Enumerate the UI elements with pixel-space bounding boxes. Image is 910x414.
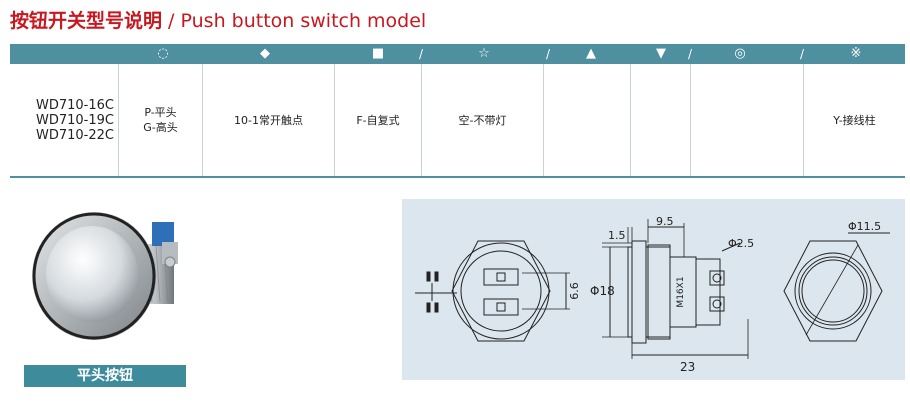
dim-phi18-label: Φ18: [590, 284, 615, 298]
dim-phi11-5-label: Φ11.5: [848, 220, 881, 233]
dim-9-5-label: 9.5: [656, 215, 674, 228]
triangle-down-icon: ▼: [656, 46, 666, 61]
terminal-type: Y-接线柱: [833, 114, 876, 127]
circle-outline-icon: ◌: [157, 46, 169, 61]
dim-23-label: 23: [680, 360, 695, 374]
button-face: [46, 226, 138, 322]
column-divider: [803, 64, 804, 176]
head-type-option: P-平头: [144, 106, 177, 119]
diamond-icon: ◆: [260, 46, 270, 61]
title-chinese: 按钮开关型号说明: [10, 10, 163, 32]
dim-6-6-label: 6.6: [568, 282, 581, 300]
reference-mark-icon: ※: [850, 46, 862, 61]
light-type: 空-不带灯: [458, 114, 507, 127]
model-table: ◌ ◆ ■ / ☆ / ▲ ▼ / ◎ / ※ WD710-16C WD710-…: [10, 44, 905, 178]
models-cell: WD710-16C WD710-19C WD710-22C: [10, 64, 114, 176]
column-divider: [421, 64, 422, 176]
contact-symbol: [415, 271, 457, 313]
column-divider: [202, 64, 203, 176]
slash-separator: /: [419, 47, 424, 61]
contact-cell: 10-1常开触点: [203, 64, 334, 176]
contact-type: 10-1常开触点: [234, 114, 303, 127]
action-cell: F-自复式: [335, 64, 421, 176]
model-number: WD710-22C: [36, 127, 114, 143]
side-view: [602, 219, 749, 359]
dim-phi2-5-label: Φ2.5: [728, 237, 754, 250]
front-view: [451, 240, 570, 342]
table-header-bar: ◌ ◆ ■ / ☆ / ▲ ▼ / ◎ / ※: [10, 44, 905, 64]
slash-separator: /: [688, 47, 693, 61]
column-divider: [690, 64, 691, 176]
model-number: WD710-16C: [36, 97, 114, 113]
column-divider: [630, 64, 631, 176]
head-type-option: G-高头: [143, 121, 178, 134]
terminal-base: [152, 222, 174, 246]
triangle-up-icon: ▲: [586, 46, 596, 61]
title-separator: /: [162, 10, 181, 32]
title-english: Push button switch model: [180, 10, 427, 32]
dim-m16-label: M16X1: [676, 276, 686, 307]
head-type-cell: P-平头 G-高头: [119, 64, 202, 176]
light-cell: 空-不带灯: [422, 64, 543, 176]
table-bottom-border: [10, 176, 905, 178]
column-divider: [543, 64, 544, 176]
square-icon: ■: [371, 46, 385, 61]
product-photo: [24, 204, 186, 364]
dimension-drawing: 6.6 1.5 9.5 Φ18: [402, 199, 905, 380]
column-divider: [118, 64, 119, 176]
double-circle-icon: ◎: [734, 46, 746, 61]
model-number: WD710-19C: [36, 112, 114, 128]
dim-1-5-label: 1.5: [608, 229, 626, 242]
terminal-cell: Y-接线柱: [804, 64, 905, 176]
column-divider: [334, 64, 335, 176]
photo-caption: 平头按钮: [24, 365, 186, 387]
top-view: [783, 232, 890, 342]
action-type: F-自复式: [356, 114, 400, 127]
slash-separator: /: [546, 47, 551, 61]
star-outline-icon: ☆: [478, 46, 490, 61]
page-title: 按钮开关型号说明 / Push button switch model: [10, 6, 426, 36]
slash-separator: /: [800, 47, 805, 61]
